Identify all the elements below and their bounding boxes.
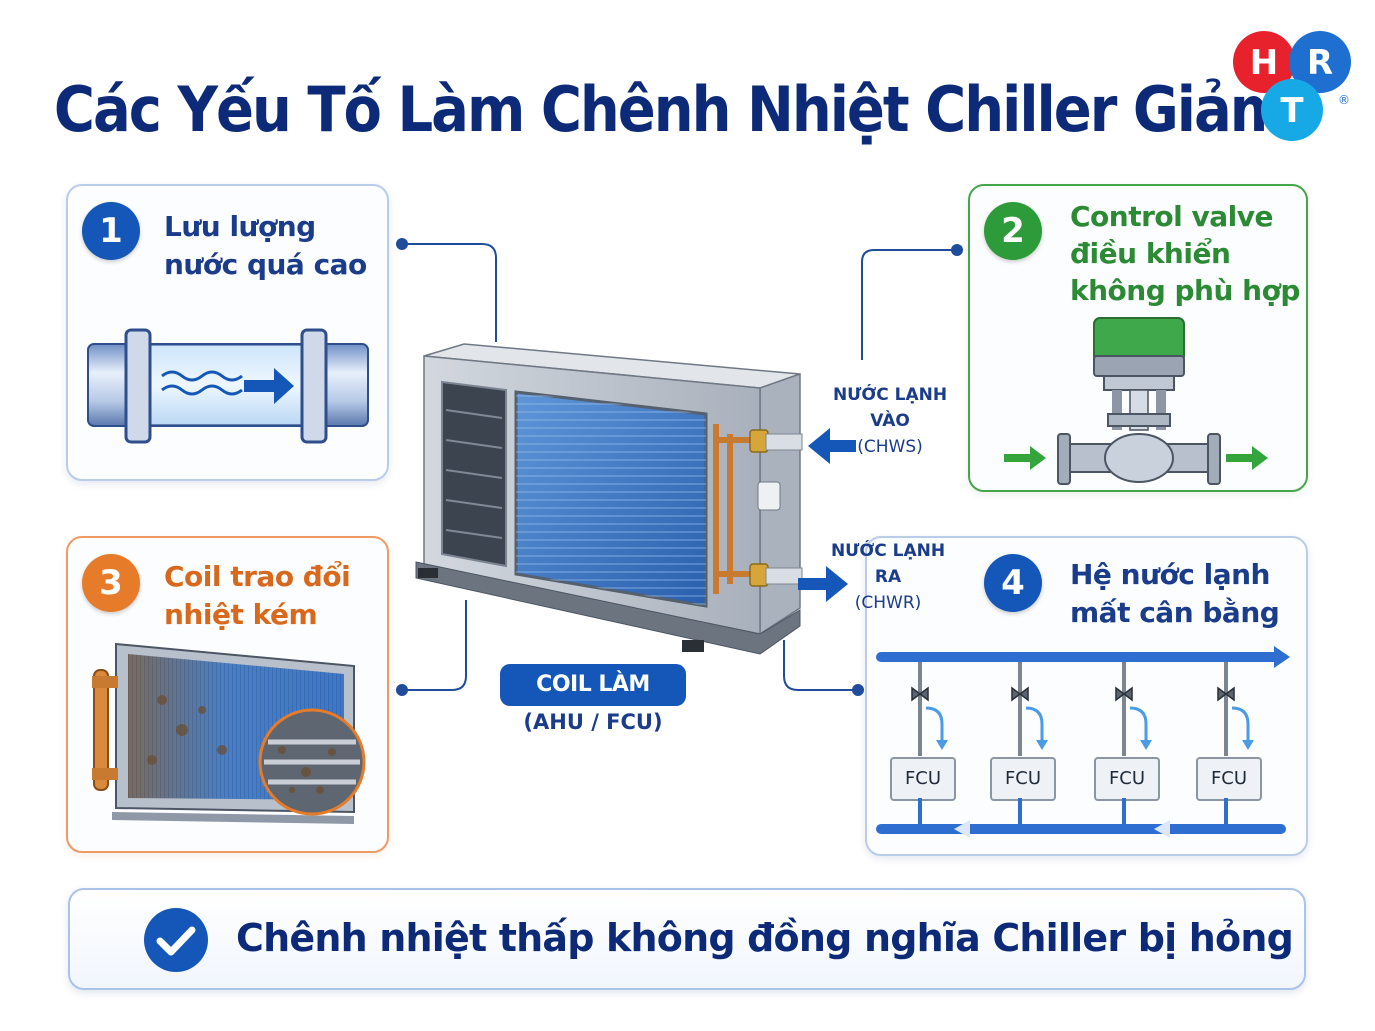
arrow-right-icon [798, 566, 848, 602]
chwr-label: NƯỚC LẠNH RA (CHWR) [828, 538, 948, 616]
logo-registered: ® [1338, 93, 1350, 107]
arrow-left-icon [1154, 820, 1170, 838]
fcu-unit: FCU [1094, 757, 1160, 801]
arrow-right-icon [244, 368, 294, 404]
coil-icon [415, 343, 803, 655]
logo-letter-r: R [1307, 43, 1333, 83]
arrow-right-icon [1226, 446, 1268, 470]
factor-3-line2: nhiệt kém [164, 598, 318, 631]
dirty-coil-illustration [92, 642, 366, 824]
chws-line1: NƯỚC LẠNH [832, 385, 948, 405]
chws-label: NƯỚC LẠNH VÀO (CHWS) [830, 382, 950, 460]
check-circle-icon [144, 908, 208, 972]
chilled-water-network [876, 646, 1290, 838]
fcu-unit: FCU [890, 757, 956, 801]
hrt-logo: H R T ® [1233, 31, 1351, 141]
valve-icon [1004, 317, 1268, 485]
factor-number-4: 4 [984, 554, 1042, 612]
logo-letter-h: H [1250, 43, 1278, 83]
coil-label: COIL LÀM LẠNH [500, 664, 686, 739]
factor-heading-2: Control valve điều khiển không phù hợp [1070, 198, 1300, 309]
chws-line2: VÀO [870, 411, 910, 431]
footer-banner [68, 888, 1306, 990]
chwr-line2: RA [874, 567, 902, 587]
arrow-right-icon [1004, 446, 1046, 470]
arrow-down-icon [1036, 740, 1048, 750]
chwr-line3: (CHWR) [854, 593, 922, 613]
factor-heading-4: Hệ nước lạnh mất cân bằng [1070, 556, 1280, 632]
factor-heading-3: Coil trao đổi nhiệt kém [164, 558, 351, 634]
factor-number-1: 1 [82, 202, 140, 260]
factor-2-line3: không phù hợp [1070, 274, 1300, 307]
factor-4-line2: mất cân bằng [1070, 596, 1280, 629]
arrow-down-icon [936, 740, 948, 750]
factor-number-3: 3 [82, 554, 140, 612]
factor-2-line2: điều khiển [1070, 237, 1231, 270]
chwr-line1: NƯỚC LẠNH [830, 541, 946, 561]
footer-text: Chênh nhiệt thấp không đồng nghĩa Chille… [236, 916, 1294, 960]
factor-heading-1: Lưu lượng nước quá cao [164, 208, 367, 284]
pipe-flow-illustration [87, 328, 369, 444]
factor-1-line2: nước quá cao [164, 248, 367, 281]
arrow-left-icon [808, 428, 856, 464]
factor-3-line1: Coil trao đổi [164, 560, 351, 593]
factor-4-line1: Hệ nước lạnh [1070, 558, 1270, 591]
fcu-branches [911, 662, 1254, 826]
factor-2-line1: Control valve [1070, 200, 1273, 233]
arrow-left-icon [954, 820, 970, 838]
factor-number-2: 2 [984, 202, 1042, 260]
arrow-down-icon [1140, 740, 1152, 750]
chws-line3: (CHWS) [857, 437, 923, 457]
arrow-down-icon [1242, 740, 1254, 750]
page-title: Các Yếu Tố Làm Chênh Nhiệt Chiller Giảm [53, 74, 1288, 147]
factor-1-line1: Lưu lượng [164, 210, 316, 243]
fcu-unit: FCU [1196, 757, 1262, 801]
fcu-unit: FCU [990, 757, 1056, 801]
logo-letter-t: T [1280, 91, 1304, 131]
coil-sublabel: (AHU / FCU) [523, 710, 663, 734]
